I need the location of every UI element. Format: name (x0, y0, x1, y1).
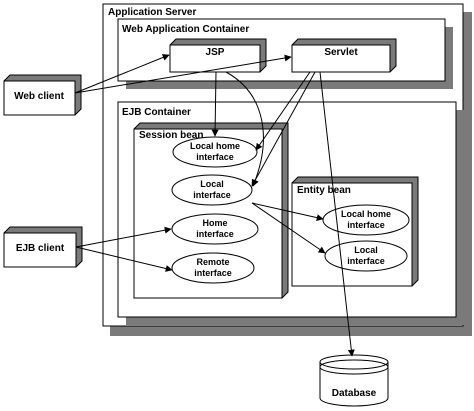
session-local-interface: Local interface (171, 174, 253, 206)
entity-bean-label: Entity bean (297, 185, 351, 196)
entity-local-interface: Local interface (324, 240, 408, 272)
session-local-home-line1: Local home (190, 141, 240, 151)
session-local-home-interface: Local home interface (172, 136, 258, 168)
arrow-servlet-local (251, 71, 316, 187)
arrow-webclient-servlet (74, 54, 292, 94)
session-local-line2: interface (193, 190, 231, 200)
arrow-local-entitylocal (251, 202, 326, 254)
servlet-component: Servlet (291, 38, 397, 73)
entity-local-home-line2: interface (347, 220, 385, 230)
web-application-container: Web Application Container (117, 18, 453, 89)
jsp-component: JSP (169, 38, 267, 73)
application-server-label: Application Server (108, 7, 196, 18)
arrow-ejbclient-remote (75, 246, 173, 272)
ejb-container-label: EJB Container (122, 107, 191, 118)
database-cylinder: Database (319, 354, 389, 407)
database-label: Database (332, 388, 377, 399)
session-remote-line2: interface (194, 268, 232, 278)
entity-local-line2: interface (347, 256, 385, 266)
arrow-jsp-localhome (211, 71, 219, 137)
session-home-line2: interface (196, 229, 234, 239)
session-bean-label: Session bean (139, 130, 203, 141)
arrow-ejbclient-home (75, 226, 172, 248)
web-container-label: Web Application Container (122, 24, 249, 35)
entity-local-home-line1: Local home (341, 209, 391, 219)
entity-local-line1: Local (354, 245, 378, 255)
session-local-line1: Local (200, 179, 224, 189)
session-home-interface: Home interface (171, 213, 259, 245)
session-local-home-line2: interface (196, 152, 234, 162)
arrow-webclient-jsp (74, 54, 170, 94)
connector-arrows (74, 54, 355, 357)
arrow-local-entitylocalhome (251, 202, 324, 222)
arrow-servlet-database (319, 71, 355, 357)
arrow-servlet-localhome (255, 71, 311, 151)
session-remote-line1: Remote (196, 257, 229, 267)
web-client-label: Web client (14, 91, 64, 102)
web-client-component: Web client (3, 74, 82, 116)
session-remote-interface: Remote interface (171, 252, 255, 284)
servlet-label: Servlet (324, 47, 358, 58)
arrow-jsp-local (225, 71, 264, 187)
ejb-client-component: EJB client (3, 226, 83, 268)
session-home-line1: Home (202, 218, 227, 228)
ejb-client-label: EJB client (16, 243, 65, 254)
jsp-label: JSP (206, 47, 225, 58)
